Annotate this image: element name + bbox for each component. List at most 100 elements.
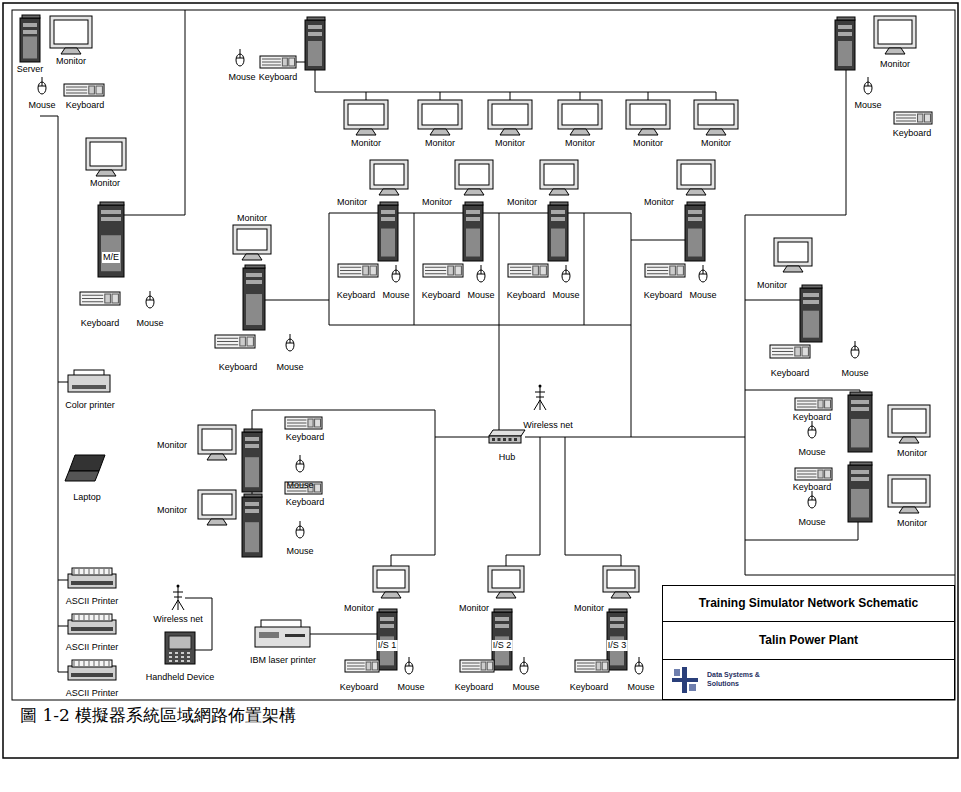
monitor-icon bbox=[540, 160, 578, 195]
device-label: Monitor bbox=[157, 440, 187, 451]
outer-frame bbox=[3, 3, 958, 758]
device-label: Monitor bbox=[495, 138, 525, 149]
keyboard-icon bbox=[770, 345, 810, 358]
title-block-text: Talin Power Plant bbox=[759, 634, 858, 648]
computer-tower bbox=[685, 202, 705, 261]
device-label: Mouse bbox=[512, 682, 539, 693]
device-label: Keyboard bbox=[81, 318, 120, 329]
laser-printer-icon bbox=[255, 620, 310, 647]
keyboard-icon bbox=[215, 335, 255, 348]
device-label: Keyboard bbox=[570, 682, 609, 693]
device-label: Handheld Device bbox=[146, 672, 215, 683]
mouse-icon bbox=[808, 491, 816, 508]
device-label: Mouse bbox=[552, 290, 579, 301]
keyboard-icon bbox=[345, 660, 379, 672]
monitor-icon bbox=[558, 100, 602, 135]
monitor-icon bbox=[233, 225, 271, 260]
keyboard-icon bbox=[575, 660, 609, 672]
computer-tower bbox=[492, 609, 512, 670]
ascii-printer-icon bbox=[68, 660, 116, 680]
device-label: Keyboard bbox=[455, 682, 494, 693]
device-label: IBM laser printer bbox=[250, 655, 316, 666]
keyboard-icon bbox=[80, 292, 120, 305]
monitor-icon bbox=[694, 100, 738, 135]
mouse-icon bbox=[635, 657, 643, 674]
keyboard-icon bbox=[423, 264, 463, 277]
monitor-icon bbox=[198, 425, 236, 460]
monitor-icon bbox=[626, 100, 670, 135]
device-label: Keyboard bbox=[66, 100, 105, 111]
ascii-printer-icon bbox=[68, 614, 116, 634]
title-block-cell: Data Systems & Solutions bbox=[662, 659, 955, 700]
device-label: Mouse bbox=[286, 480, 313, 491]
device-label: Keyboard bbox=[340, 682, 379, 693]
device-label: Wireless net bbox=[523, 420, 573, 431]
computer-tower bbox=[835, 17, 855, 70]
mouse-icon bbox=[236, 49, 244, 66]
mouse-icon bbox=[392, 265, 400, 282]
device-label: Wireless net bbox=[153, 614, 203, 625]
device-label: Keyboard bbox=[793, 412, 832, 423]
device-label: Monitor bbox=[56, 56, 86, 67]
device-label: Hub bbox=[499, 452, 516, 463]
computer-tower bbox=[305, 17, 325, 70]
monitor-icon bbox=[488, 100, 532, 135]
handheld-device-icon bbox=[165, 632, 195, 664]
device-label: Mouse bbox=[627, 682, 654, 693]
monitor-icon bbox=[488, 566, 524, 598]
figure-caption: 圖 1-2 模擬器系統區域網路佈置架構 bbox=[20, 704, 296, 726]
computer-tower bbox=[243, 265, 265, 330]
keyboard-icon bbox=[460, 660, 494, 672]
device-label: Keyboard bbox=[644, 290, 683, 301]
device-label: Monitor bbox=[701, 138, 731, 149]
monitor-icon bbox=[50, 16, 92, 54]
device-label: Monitor bbox=[507, 197, 537, 208]
computer-tower bbox=[377, 609, 397, 670]
device-label: Mouse bbox=[798, 447, 825, 458]
device-label: Monitor bbox=[880, 59, 910, 70]
device-label: ASCII Printer bbox=[66, 596, 119, 607]
device-label: ASCII Printer bbox=[66, 642, 119, 653]
device-label: Monitor bbox=[644, 197, 674, 208]
mouse-icon bbox=[296, 521, 304, 538]
monitor-icon bbox=[198, 490, 236, 525]
device-label: Monitor bbox=[897, 448, 927, 459]
device-label: Monitor bbox=[459, 603, 489, 614]
device-label: Keyboard bbox=[893, 128, 932, 139]
monitor-icon bbox=[888, 405, 930, 443]
device-label: Monitor bbox=[633, 138, 663, 149]
mouse-icon bbox=[405, 657, 413, 674]
device-label: Keyboard bbox=[219, 362, 258, 373]
device-label: I/S 2 bbox=[492, 640, 513, 651]
mouse-icon bbox=[520, 657, 528, 674]
laptop-icon bbox=[65, 455, 105, 481]
device-label: Mouse bbox=[228, 72, 255, 83]
monitor-icon bbox=[373, 566, 409, 598]
computer-tower bbox=[378, 202, 398, 261]
device-label: Monitor bbox=[344, 603, 374, 614]
device-label: Mouse bbox=[382, 290, 409, 301]
computer-tower bbox=[800, 285, 822, 342]
ascii-printer-icon bbox=[68, 568, 116, 588]
device-label: ASCII Printer bbox=[66, 688, 119, 699]
hub-icon bbox=[489, 430, 525, 443]
device-label: Monitor bbox=[157, 505, 187, 516]
color-printer-icon bbox=[68, 370, 110, 392]
computer-tower bbox=[20, 15, 40, 62]
computer-tower bbox=[242, 429, 262, 492]
mouse-icon bbox=[477, 265, 485, 282]
keyboard-icon bbox=[645, 264, 685, 277]
device-label: Mouse bbox=[841, 368, 868, 379]
device-label: Mouse bbox=[286, 546, 313, 557]
mouse-icon bbox=[296, 455, 304, 472]
title-block-cell: Training Simulator Network Schematic bbox=[662, 585, 955, 622]
device-label: Mouse bbox=[28, 100, 55, 111]
title-block-text: Training Simulator Network Schematic bbox=[699, 597, 918, 611]
title-block-cell: Talin Power Plant bbox=[662, 621, 955, 660]
title-block-text: Data Systems & Solutions bbox=[707, 671, 767, 687]
mouse-icon bbox=[699, 265, 707, 282]
monitor-icon bbox=[344, 100, 388, 135]
device-label: Keyboard bbox=[337, 290, 376, 301]
keyboard-icon bbox=[285, 417, 322, 429]
